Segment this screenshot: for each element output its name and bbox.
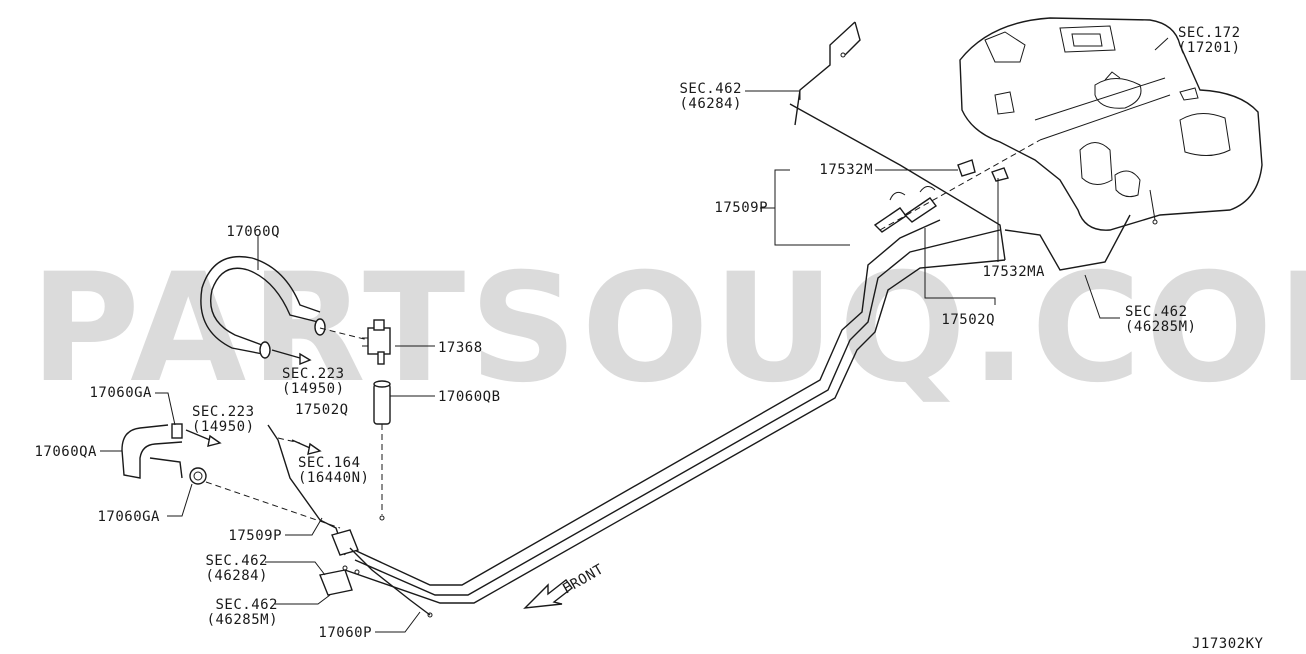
callout-p17060qa: 17060QA <box>34 444 97 460</box>
callout-sec223-b-line-2: (14950) <box>192 419 255 435</box>
leader-lines <box>100 37 1169 633</box>
callout-p17060qb: 17060QB <box>438 389 501 405</box>
callout-sec462-bl-b-line-2: (46285M) <box>207 612 278 628</box>
callout-p17060q: 17060Q <box>226 224 280 240</box>
callout-sec164-line-2: (16440N) <box>298 470 369 486</box>
fuel-tank <box>959 17 1263 231</box>
front-arrow <box>523 579 573 609</box>
callout-sec223-b-line-1: SEC.223 <box>192 404 255 420</box>
valve-17368 <box>319 319 391 365</box>
watermark-text: PARTSOUQ.COM <box>30 242 1306 416</box>
callout-sec462-right-line-2: (46285M) <box>1125 319 1196 335</box>
callout-p17060ga-bottom: 17060GA <box>97 509 160 525</box>
front-label: FRONT <box>560 561 607 597</box>
callout-sec223-a-line-2: (14950) <box>282 381 345 397</box>
callout-sec462-bl-a-line-1: SEC.462 <box>205 553 268 569</box>
callout-p17502q-left: 17502Q <box>295 402 349 418</box>
callout-sec462-top-line-2: (46284) <box>679 96 742 112</box>
pipe-connectors <box>873 139 1041 233</box>
callout-p17502q-right: 17502Q <box>941 312 995 328</box>
callout-sec172-line-2: (17201) <box>1178 40 1241 56</box>
diagram-code: J17302KY <box>1192 636 1264 652</box>
callout-p17532m: 17532M <box>819 162 873 178</box>
callout-p17509p-top: 17509P <box>714 200 768 216</box>
callout-sec164-line-1: SEC.164 <box>298 455 361 471</box>
callout-p17509p-bottom: 17509P <box>228 528 282 544</box>
callout-sec223-a-line-1: SEC.223 <box>282 366 345 382</box>
fuel-pipe-bundle <box>344 103 1006 604</box>
callout-sec462-bl-a-line-2: (46284) <box>205 568 268 584</box>
pipe-17502q-left <box>267 424 346 556</box>
hose-17060qb <box>373 380 391 521</box>
callout-sec172-line-1: SEC.172 <box>1178 25 1241 41</box>
callout-p17368: 17368 <box>438 340 483 356</box>
callout-sec462-bl-b-line-1: SEC.462 <box>215 597 278 613</box>
callout-p17532ma: 17532MA <box>982 264 1045 280</box>
callout-p17060ga-top: 17060GA <box>89 385 152 401</box>
callout-sec462-top-line-1: SEC.462 <box>679 81 742 97</box>
callout-sec462-right-line-1: SEC.462 <box>1125 304 1188 320</box>
hose-17060qa <box>121 423 341 529</box>
bracket-right <box>1004 214 1131 271</box>
bracket-bottom-left <box>319 529 433 618</box>
bracket-top <box>794 21 861 126</box>
callout-labels: SEC.172(17201)SEC.462(46284)17532M17509P… <box>34 25 1240 641</box>
callout-p17060p: 17060P <box>318 625 372 641</box>
sec-arrows <box>185 349 322 455</box>
hose-17060q <box>200 256 326 359</box>
